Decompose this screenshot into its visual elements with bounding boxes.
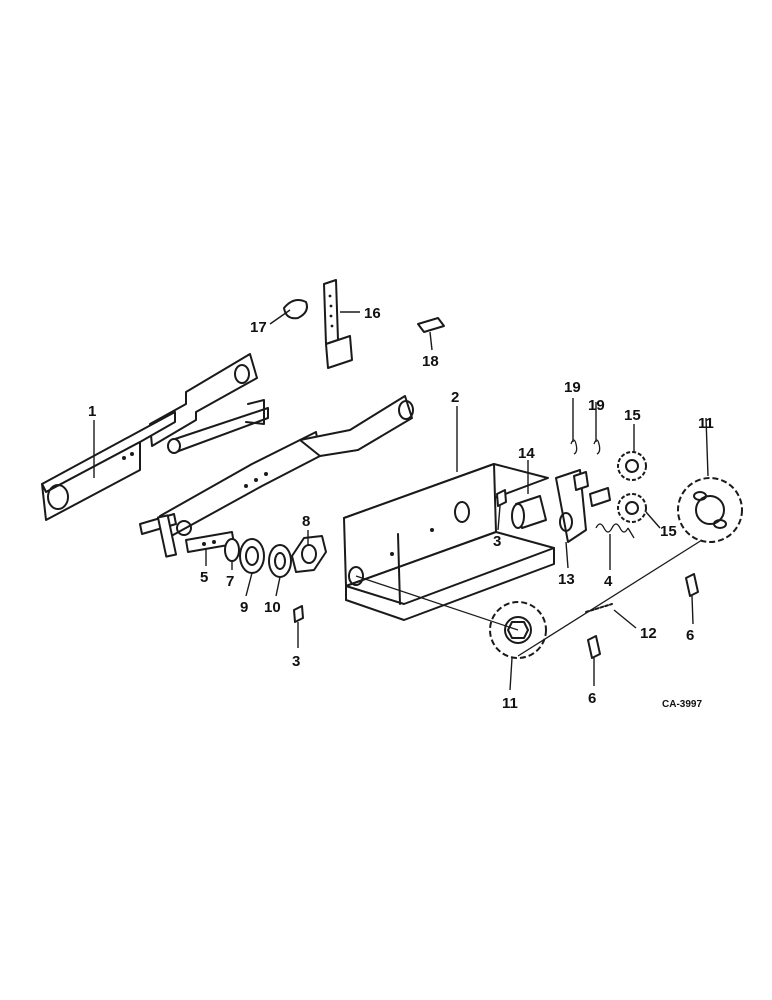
callout-6-right: 6: [686, 627, 694, 644]
callout-3-lower: 3: [292, 653, 300, 670]
callout-3-upper: 3: [493, 533, 501, 550]
callout-11-lower: 11: [502, 695, 518, 712]
callout-7: 7: [226, 573, 234, 590]
callout-1: 1: [88, 403, 96, 420]
drive-chain-part: [355, 539, 703, 657]
link-part: [283, 299, 308, 320]
callout-19-left: 19: [564, 379, 581, 396]
callout-6-lower: 6: [588, 690, 596, 707]
cotter-pin-part-b: [593, 439, 601, 455]
callout-13: 13: [558, 571, 575, 588]
callout-9: 9: [240, 599, 248, 616]
bearing-collar-part: [268, 544, 292, 578]
sprocket-part-upper: [677, 477, 743, 543]
key-part-lower: [587, 635, 601, 659]
spring-clip-part: [417, 317, 445, 333]
callout-16: 16: [364, 305, 381, 322]
callout-5: 5: [200, 569, 208, 586]
strap-part: [323, 279, 353, 369]
bearing-part: [239, 538, 265, 574]
spring-part: [595, 523, 635, 539]
small-sprocket-part-lower: [617, 493, 647, 523]
frame-bracket-part: [41, 353, 414, 558]
drawing-code: CA-3997: [662, 699, 702, 710]
callout-10: 10: [264, 599, 281, 616]
callout-19-right: 19: [588, 397, 605, 414]
callout-15-lower: 15: [660, 523, 677, 540]
bushing-part: [511, 495, 547, 529]
channel-housing-part: [343, 463, 555, 621]
key-part-right: [685, 573, 699, 597]
washer-part: [224, 538, 240, 562]
callout-15-upper: 15: [624, 407, 641, 424]
callout-2: 2: [451, 389, 459, 406]
callout-4: 4: [604, 573, 613, 590]
callout-11-upper: 11: [698, 415, 714, 432]
cotter-pin-part-a: [570, 439, 578, 455]
callout-17: 17: [250, 319, 267, 336]
small-sprocket-part-upper: [617, 451, 647, 481]
callout-12: 12: [640, 625, 657, 642]
idler-arm-part: [555, 469, 611, 543]
callout-18: 18: [422, 353, 439, 370]
clip-part-lower: [293, 605, 304, 623]
callout-8: 8: [302, 513, 310, 530]
clip-part-upper: [496, 489, 507, 507]
callout-14: 14: [518, 445, 535, 462]
flange-plate-part: [291, 535, 327, 573]
leader-lines: [93, 309, 709, 691]
